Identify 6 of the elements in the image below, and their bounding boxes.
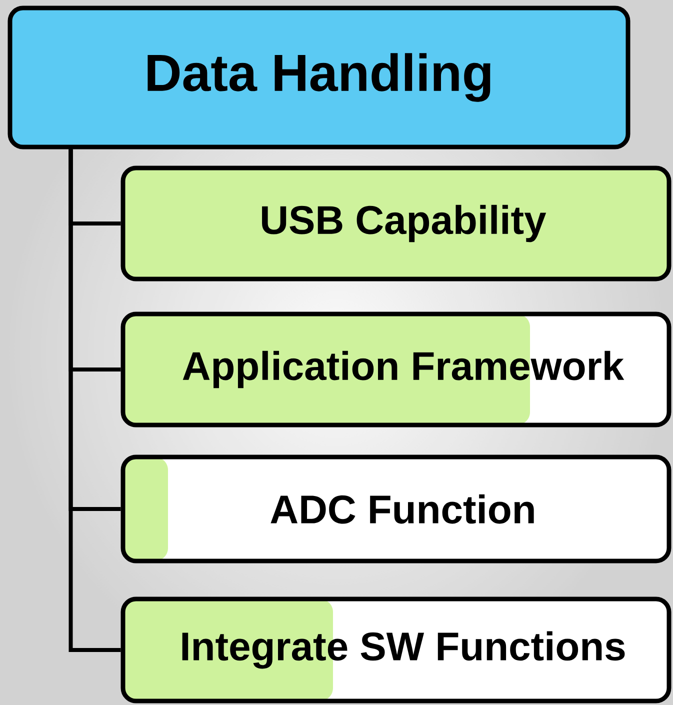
progress-box: Integrate SW Functions: [120, 596, 672, 704]
header-box: Data Handling: [8, 6, 630, 150]
connector-line: [68, 149, 121, 652]
progress-box: USB Capability: [120, 166, 672, 282]
progress-box: Application Framework: [120, 312, 672, 428]
progress-box: ADC Function: [120, 454, 672, 564]
